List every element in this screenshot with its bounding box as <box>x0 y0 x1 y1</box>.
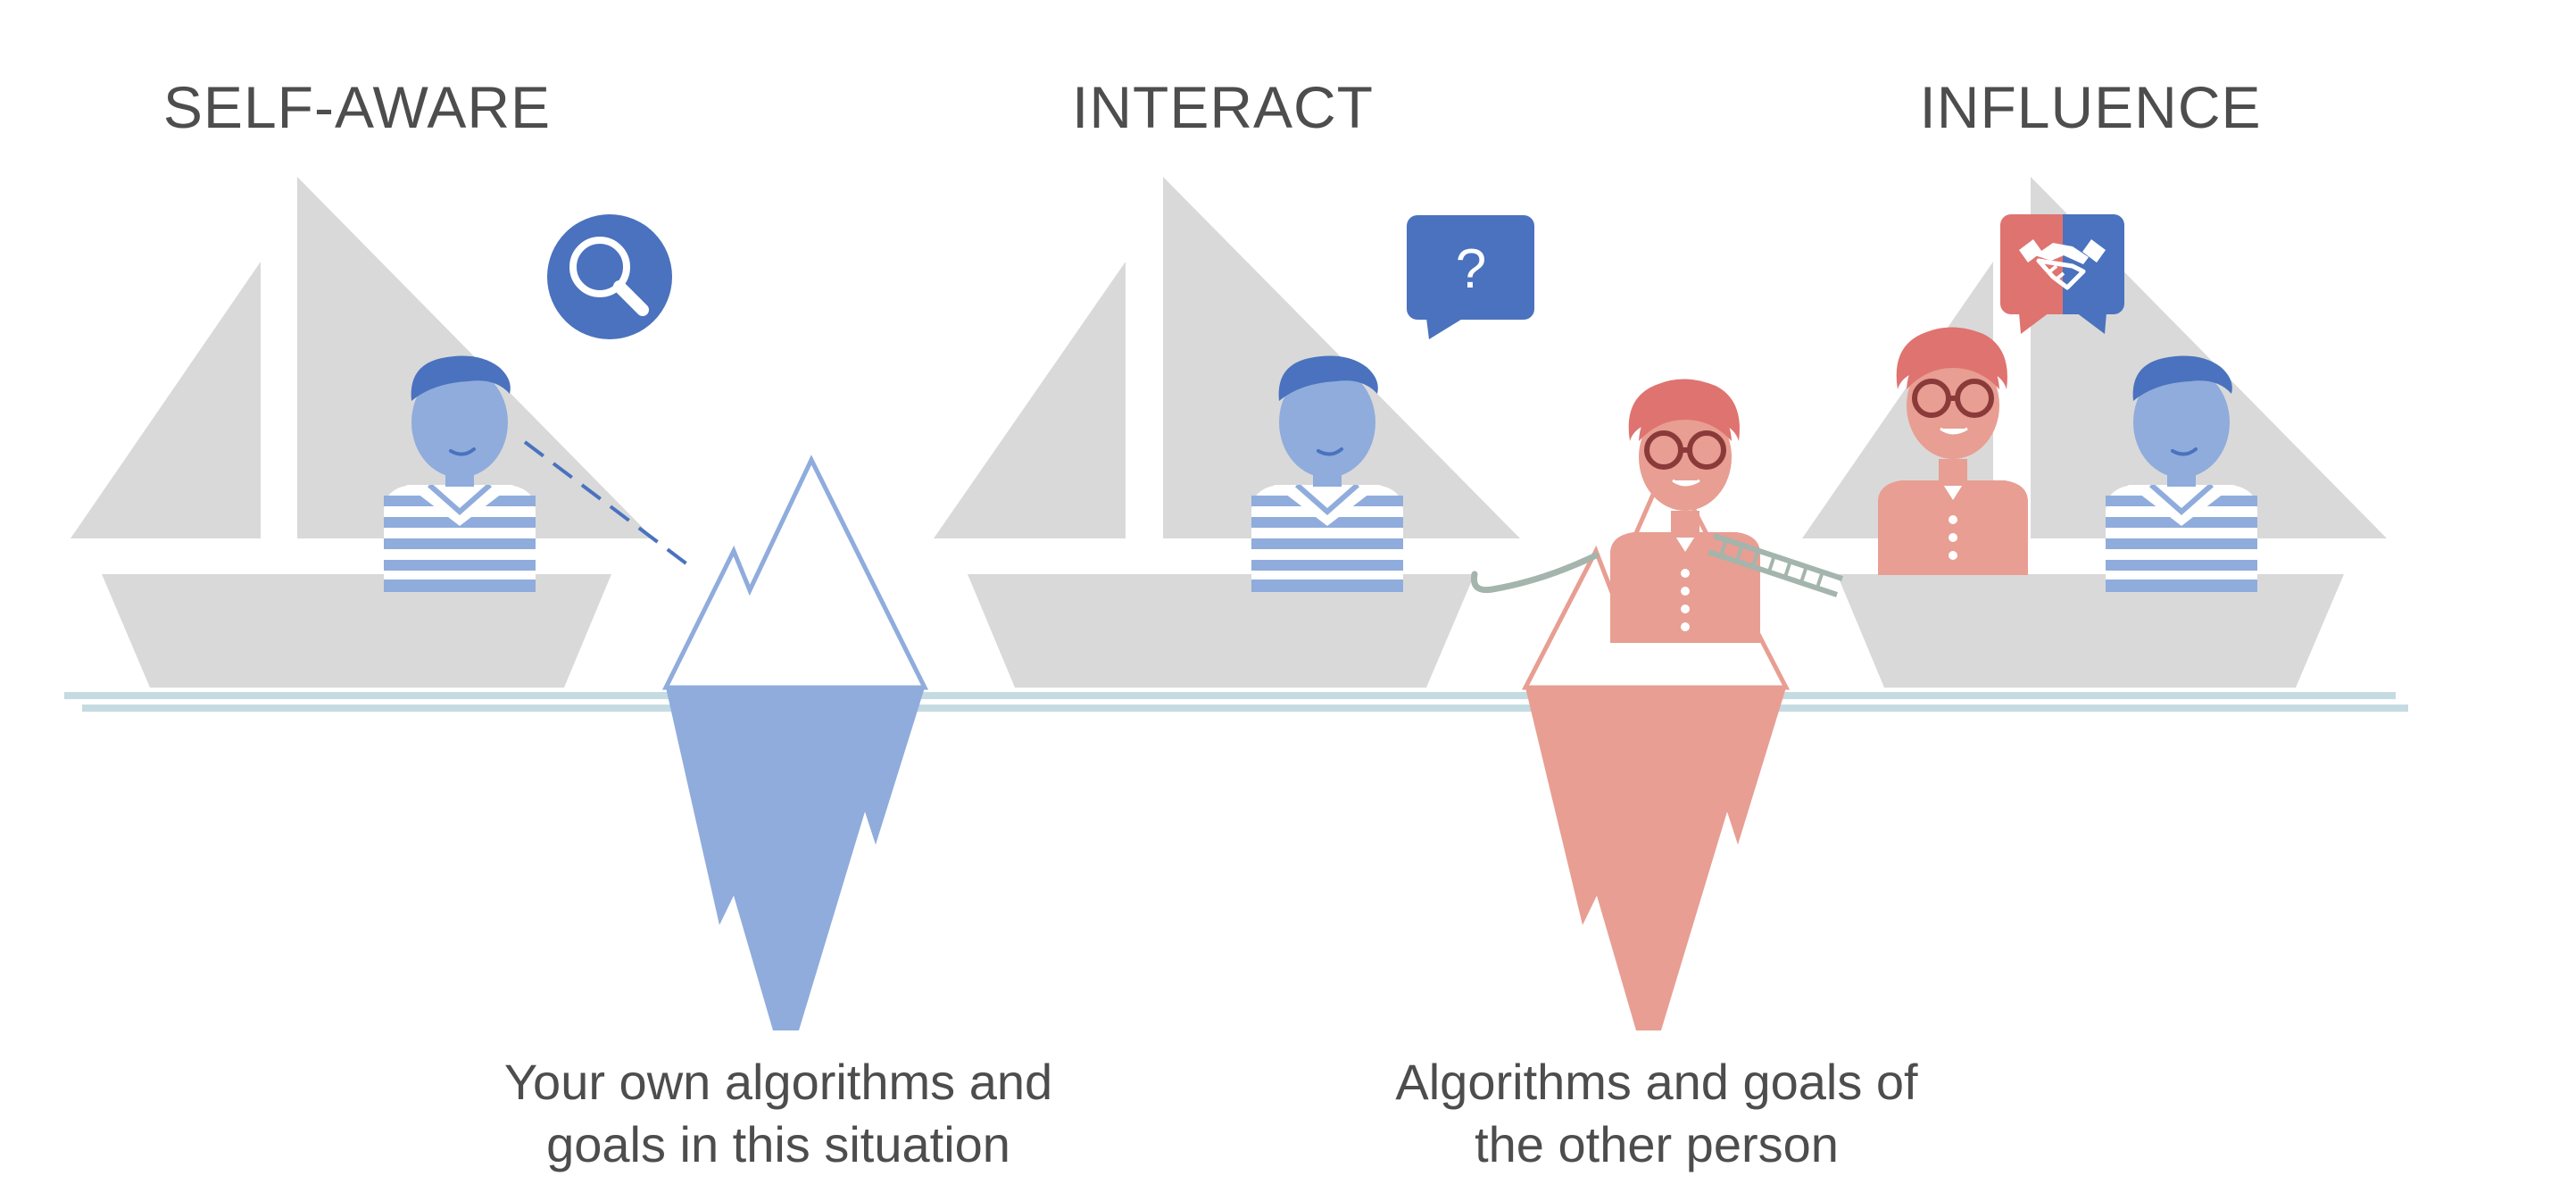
caption-own-goals: Your own algorithms and goals in this si… <box>504 1051 1052 1176</box>
magnifying-glass-icon <box>547 214 672 339</box>
ladder <box>1708 533 1843 597</box>
person-other-in-boat <box>1878 327 2028 575</box>
caption-other-goals: Algorithms and goals of the other person <box>1395 1051 1917 1176</box>
heading-influence: INFLUENCE <box>1919 74 2262 140</box>
waterline <box>64 692 2408 712</box>
heading-self-aware: SELF-AWARE <box>162 74 552 140</box>
iceberg-own <box>661 455 929 1030</box>
caption-other-line-1: Algorithms and goals of <box>1395 1054 1918 1110</box>
heading-interact: INTERACT <box>1072 74 1374 140</box>
sailor-self-aware <box>384 355 536 592</box>
caption-other-line-2: the other person <box>1475 1116 1839 1172</box>
caption-own-line-1: Your own algorithms and <box>503 1054 1053 1110</box>
person-other-on-iceberg <box>1610 379 1760 643</box>
sailboat-self-aware <box>71 177 653 688</box>
question-speech-bubble-icon: ? <box>1407 215 1534 339</box>
rope <box>1470 552 1600 594</box>
sailor-influence <box>2106 355 2257 592</box>
handshake-speech-bubble-icon <box>2000 214 2124 334</box>
sailor-interact <box>1251 355 1403 592</box>
caption-own-line-2: goals in this situation <box>546 1116 1010 1172</box>
question-mark: ? <box>1456 238 1486 300</box>
